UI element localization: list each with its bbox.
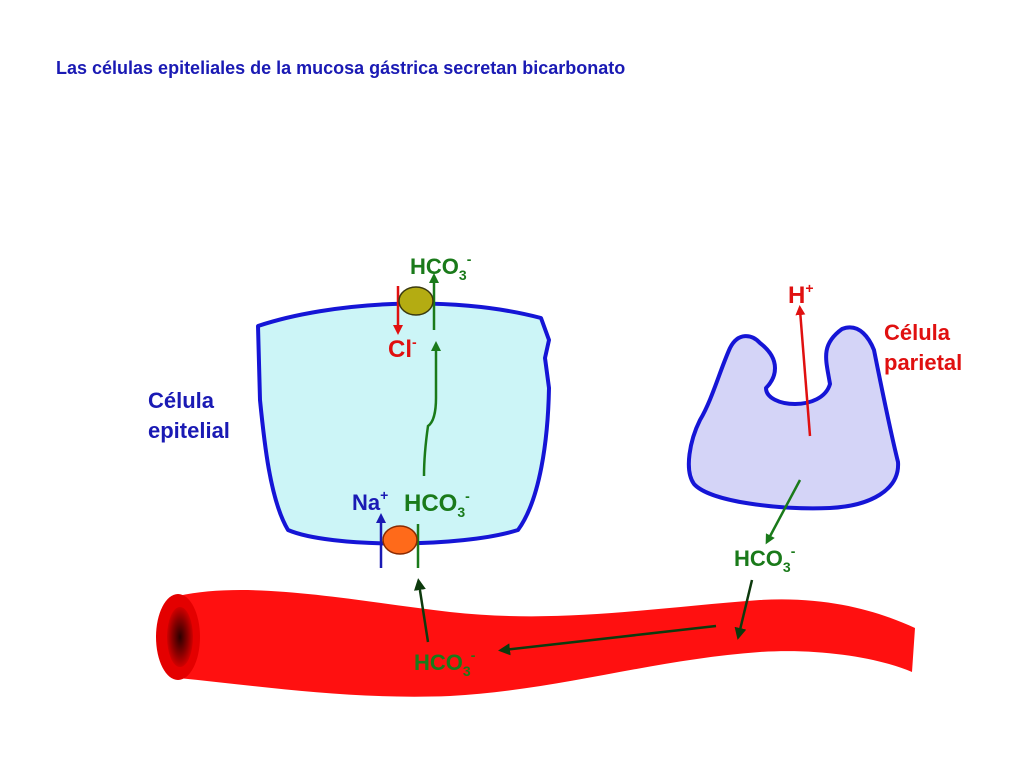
- blood-vessel: [156, 590, 915, 697]
- h-secretion-arrow: [795, 305, 812, 437]
- hco3-parietal-label: HCO3-: [734, 543, 796, 575]
- blood-flow-arrow: [498, 624, 717, 656]
- na-label: Na+: [352, 487, 389, 515]
- hco3-top-label: HCO3-: [410, 251, 472, 283]
- page-title: Las células epiteliales de la mucosa gás…: [56, 58, 626, 78]
- parietal-cell-caption: Célula parietal: [884, 320, 963, 375]
- hco3-blood-label: HCO3-: [414, 647, 476, 679]
- blood-to-epithelium-arrow: [413, 578, 430, 643]
- basolateral-transporter: [382, 525, 418, 555]
- blood-inflow-arrow: [734, 579, 754, 640]
- h-label: H+: [788, 280, 814, 309]
- cl-label: Cl-: [388, 334, 417, 363]
- parietal-hco3-arrow: [765, 479, 802, 545]
- hco3-basolateral-label: HCO3-: [404, 488, 470, 520]
- apical-transporter: [398, 286, 434, 316]
- intracellular-hco3-path: [422, 341, 441, 477]
- epithelial-cell-caption: Célula epitelial: [148, 388, 230, 443]
- parietal-cell: [686, 325, 901, 511]
